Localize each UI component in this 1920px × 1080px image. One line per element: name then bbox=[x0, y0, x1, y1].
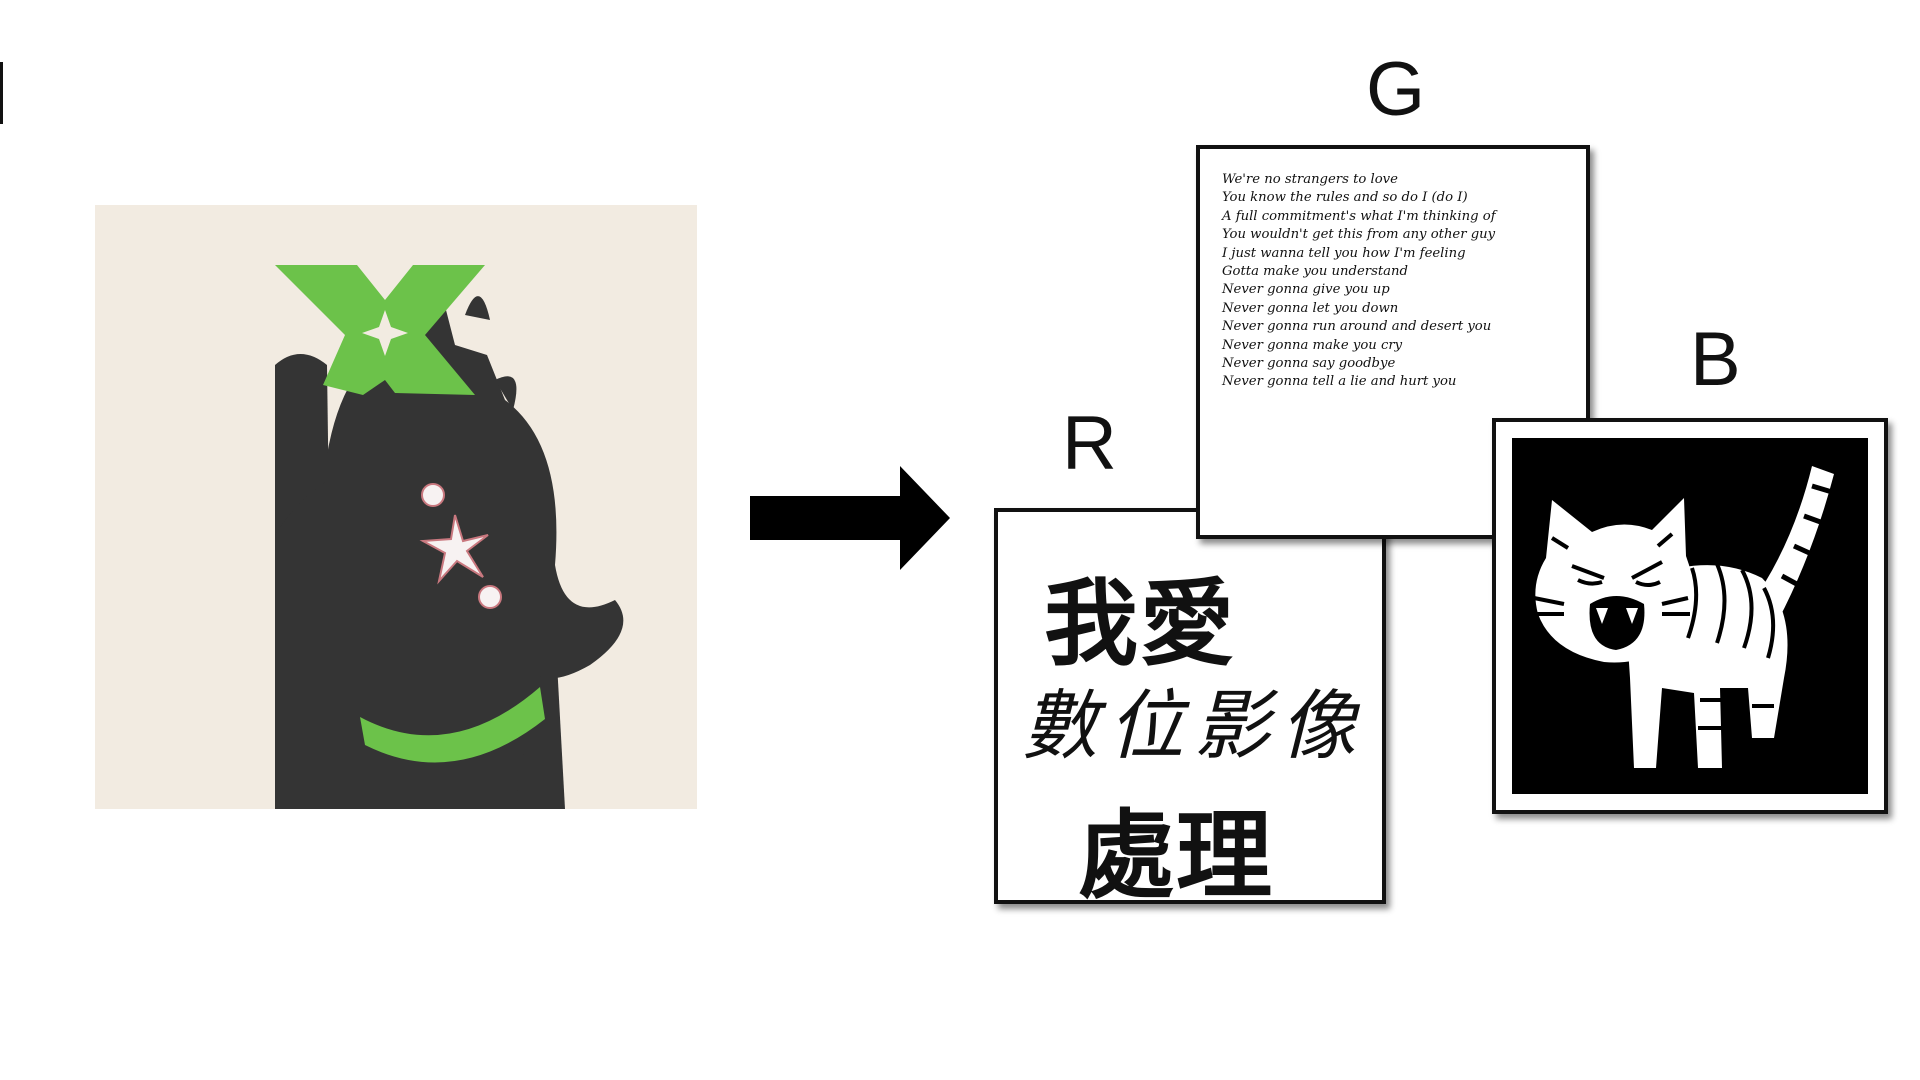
r-text-line-2: 數位影像 bbox=[1022, 681, 1366, 770]
lyric-line: Never gonna make you cry bbox=[1222, 337, 1403, 353]
channel-label-b: B bbox=[1690, 317, 1741, 402]
r-text-line-3: 處理 bbox=[1078, 800, 1274, 912]
channel-panel-b bbox=[1492, 418, 1888, 814]
lyric-line: A full commitment's what I'm thinking of bbox=[1222, 208, 1496, 224]
lyric-line: You know the rules and so do I (do I) bbox=[1222, 190, 1468, 206]
channel-panel-r: 我愛 數位影像 處理 bbox=[994, 508, 1386, 912]
cat-holding-x-logo-icon bbox=[95, 205, 697, 809]
source-image bbox=[95, 205, 697, 809]
edge-mark bbox=[0, 62, 3, 124]
lyric-line: Never gonna give you up bbox=[1222, 282, 1390, 298]
angry-tiger-cat-icon bbox=[1512, 438, 1868, 794]
lyric-line: Never gonna run around and desert you bbox=[1222, 319, 1492, 335]
r-text-line-1: 我愛 bbox=[1044, 570, 1237, 679]
lyrics-list: We're no strangers to love You know the … bbox=[1222, 171, 1496, 392]
lyric-line: Never gonna tell a lie and hurt you bbox=[1222, 374, 1457, 390]
lyric-line: Gotta make you understand bbox=[1222, 264, 1408, 280]
lyric-line: You wouldn't get this from any other guy bbox=[1222, 227, 1496, 243]
lyric-line: I just wanna tell you how I'm feeling bbox=[1222, 245, 1466, 261]
arrow-right-icon bbox=[750, 466, 950, 570]
channel-label-g: G bbox=[1366, 47, 1426, 132]
lyric-line: Never gonna say goodbye bbox=[1222, 356, 1396, 372]
lyric-line: We're no strangers to love bbox=[1222, 172, 1398, 187]
lyric-line: Never gonna let you down bbox=[1222, 300, 1399, 316]
channel-label-r: R bbox=[1062, 401, 1117, 486]
b-image bbox=[1512, 438, 1868, 794]
